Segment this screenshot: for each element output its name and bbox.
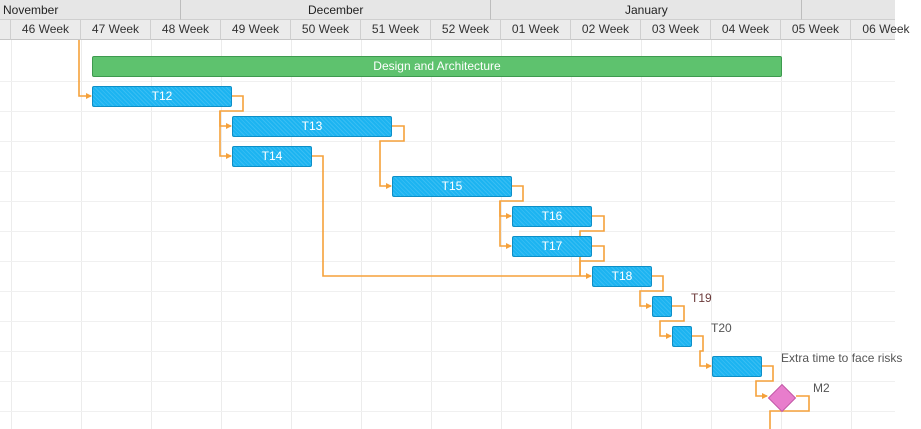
- week-label: 50 Week: [301, 22, 350, 36]
- month-cell-december: December: [181, 0, 491, 20]
- month-cell-january: January: [491, 0, 802, 20]
- link-t12-t14: [219, 111, 232, 159]
- week-label: 06 Week: [862, 22, 910, 36]
- grid-line: [711, 40, 712, 429]
- week-cell: 51 Week: [361, 20, 431, 40]
- month-label: November: [3, 3, 59, 17]
- task-bar-t18[interactable]: T18: [592, 266, 652, 287]
- week-label: 52 Week: [441, 22, 490, 36]
- link-extra-m2: [755, 365, 774, 399]
- grid-row-line: [0, 411, 895, 412]
- grid-line: [151, 40, 152, 429]
- task-bar-t15[interactable]: T15: [392, 176, 512, 197]
- week-label: 01 Week: [511, 22, 560, 36]
- grid-line: [641, 40, 642, 429]
- grid-line: [81, 40, 82, 429]
- grid-line: [431, 40, 432, 429]
- week-cell: 50 Week: [291, 20, 361, 40]
- task-side-label-extra-time: Extra time to face risks: [781, 351, 903, 365]
- link-t12-t13: [219, 95, 244, 129]
- grid-row-line: [0, 231, 895, 232]
- grid-row-line: [0, 141, 895, 142]
- week-label: 02 Week: [581, 22, 630, 36]
- task-bar-t16[interactable]: T16: [512, 206, 592, 227]
- week-label: 48 Week: [161, 22, 210, 36]
- task-bar-t20[interactable]: [672, 326, 692, 347]
- week-cell: 03 Week: [641, 20, 711, 40]
- month-label: January: [625, 3, 668, 17]
- week-cell-partial: [0, 20, 11, 40]
- milestone-label-m2: M2: [813, 381, 830, 395]
- week-label: 51 Week: [371, 22, 420, 36]
- grid-line: [851, 40, 852, 429]
- task-label: T18: [611, 269, 633, 283]
- week-cell: 49 Week: [221, 20, 291, 40]
- grid-line: [501, 40, 502, 429]
- task-bar-t19[interactable]: [652, 296, 672, 317]
- grid-row-line: [0, 81, 895, 82]
- week-label: 05 Week: [791, 22, 840, 36]
- week-cell: 04 Week: [711, 20, 781, 40]
- task-label: T13: [301, 119, 323, 133]
- grid-row-line: [0, 351, 895, 352]
- week-cell: 06 Week: [851, 20, 910, 40]
- week-cell: 05 Week: [781, 20, 851, 40]
- week-cell: 01 Week: [501, 20, 571, 40]
- link-t19-t20: [659, 305, 685, 339]
- task-label: Design and Architecture: [373, 59, 501, 73]
- week-cell: 47 Week: [81, 20, 151, 40]
- grid-row-line: [0, 201, 895, 202]
- week-label: 04 Week: [721, 22, 770, 36]
- week-cell: 48 Week: [151, 20, 221, 40]
- link-t18-t19: [639, 275, 664, 309]
- task-label: T15: [441, 179, 463, 193]
- grid-row-line: [0, 111, 895, 112]
- grid-row-line: [0, 291, 895, 292]
- grid-line: [221, 40, 222, 429]
- grid-line: [571, 40, 572, 429]
- task-bar-extra-time[interactable]: [712, 356, 762, 377]
- grid-line: [291, 40, 292, 429]
- task-bar-t17[interactable]: T17: [512, 236, 592, 257]
- grid-row-line: [0, 171, 895, 172]
- task-label: T17: [541, 239, 563, 253]
- link-to-t12: [78, 40, 92, 99]
- link-t13-t15: [379, 125, 405, 189]
- grid-line: [11, 40, 12, 429]
- link-t15-t16: [499, 185, 524, 219]
- month-label: December: [308, 3, 364, 17]
- task-bar-design-and-architecture[interactable]: Design and Architecture: [92, 56, 782, 77]
- task-side-label-t20: T20: [711, 321, 732, 335]
- week-cell: 02 Week: [571, 20, 641, 40]
- week-label: 46 Week: [21, 22, 70, 36]
- task-label: T16: [541, 209, 563, 223]
- grid-line: [361, 40, 362, 429]
- task-bar-t12[interactable]: T12: [92, 86, 232, 107]
- task-side-label-t19: T19: [691, 291, 712, 305]
- week-label: 47 Week: [91, 22, 140, 36]
- grid-row-line: [0, 381, 895, 382]
- month-cell-november: November: [0, 0, 181, 20]
- task-label: T14: [261, 149, 283, 163]
- week-label: 49 Week: [231, 22, 280, 36]
- grid-row-line: [0, 261, 895, 262]
- link-t14-t18: [312, 155, 592, 279]
- task-bar-t14[interactable]: T14: [232, 146, 312, 167]
- link-t17-t18: [579, 245, 605, 276]
- grid-line: [781, 40, 782, 429]
- link-t15-t17: [499, 201, 512, 249]
- week-label: 03 Week: [651, 22, 700, 36]
- week-cell: 46 Week: [11, 20, 81, 40]
- task-label: T12: [151, 89, 173, 103]
- grid-row-line: [0, 321, 895, 322]
- month-cell-next: [802, 0, 895, 20]
- task-bar-t13[interactable]: T13: [232, 116, 392, 137]
- link-t20-extra: [692, 335, 712, 369]
- link-m2-next: [769, 395, 810, 429]
- week-cell: 52 Week: [431, 20, 501, 40]
